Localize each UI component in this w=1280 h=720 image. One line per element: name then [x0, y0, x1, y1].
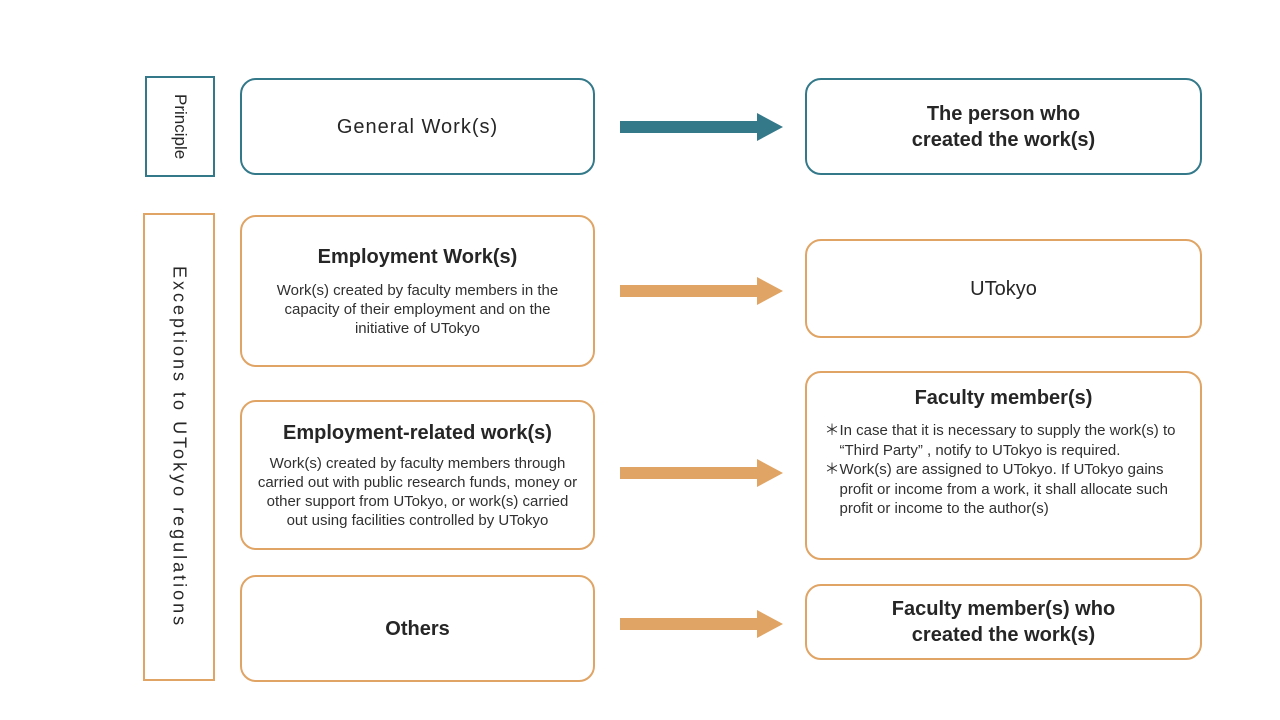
faculty-members-notes: ＊In case that it is necessary to supply …	[825, 421, 1183, 519]
others-title: Others	[385, 617, 450, 640]
arrow-related-to-faculty	[620, 459, 783, 487]
faculty-who-created-title: Faculty member(s) who created the work(s…	[892, 596, 1115, 648]
arrow-shaft	[620, 121, 757, 133]
exceptions-label: Exceptions to UTokyo regulations	[169, 265, 190, 629]
person-who-created-title: The person who created the work(s)	[912, 101, 1095, 153]
arrow-employment-to-utokyo	[620, 277, 783, 305]
employment-related-description: Work(s) created by faculty members throu…	[257, 455, 578, 529]
box-others: Others	[240, 575, 595, 682]
box-person-who-created: The person who created the work(s)	[805, 78, 1202, 175]
arrow-right-icon	[757, 459, 783, 487]
utokyo-title: UTokyo	[970, 277, 1037, 300]
arrow-shaft	[620, 285, 757, 297]
employment-works-description: Work(s) created by faculty members in th…	[276, 282, 559, 337]
arrow-shaft	[620, 467, 757, 479]
arrow-right-icon	[757, 610, 783, 638]
faculty-note-assignment: ＊Work(s) are assigned to UTokyo. If UTok…	[824, 461, 1168, 517]
box-faculty-who-created: Faculty member(s) who created the work(s…	[805, 584, 1202, 660]
title-line-1: The person who	[926, 102, 1081, 125]
employment-works-title: Employment Work(s)	[317, 246, 518, 268]
title-line-1: Faculty member(s) who	[891, 598, 1116, 620]
principle-label: Principle	[171, 93, 190, 160]
exceptions-category-box: Exceptions to UTokyo regulations	[143, 213, 215, 681]
arrow-shaft	[620, 618, 757, 630]
arrow-right-icon	[757, 113, 783, 141]
title-line-2: created the work(s)	[911, 128, 1096, 151]
arrow-general-to-creator	[620, 113, 783, 141]
arrow-others-to-faculty-creator	[620, 610, 783, 638]
title-line-2: created the work(s)	[911, 624, 1096, 646]
principle-category-box: Principle	[145, 76, 215, 177]
box-utokyo: UTokyo	[805, 239, 1202, 338]
box-general-works: General Work(s)	[240, 78, 595, 175]
arrow-right-icon	[757, 277, 783, 305]
general-works-title: General Work(s)	[336, 115, 499, 138]
faculty-members-title: Faculty member(s)	[914, 387, 1093, 409]
faculty-note-third-party: ＊In case that it is necessary to supply …	[824, 422, 1176, 459]
employment-related-title: Employment-related work(s)	[283, 422, 552, 444]
box-employment-related-works: Employment-related work(s) Work(s) creat…	[240, 400, 595, 550]
box-employment-works: Employment Work(s) Work(s) created by fa…	[240, 215, 595, 367]
box-faculty-members: Faculty member(s) ＊In case that it is ne…	[805, 371, 1202, 560]
